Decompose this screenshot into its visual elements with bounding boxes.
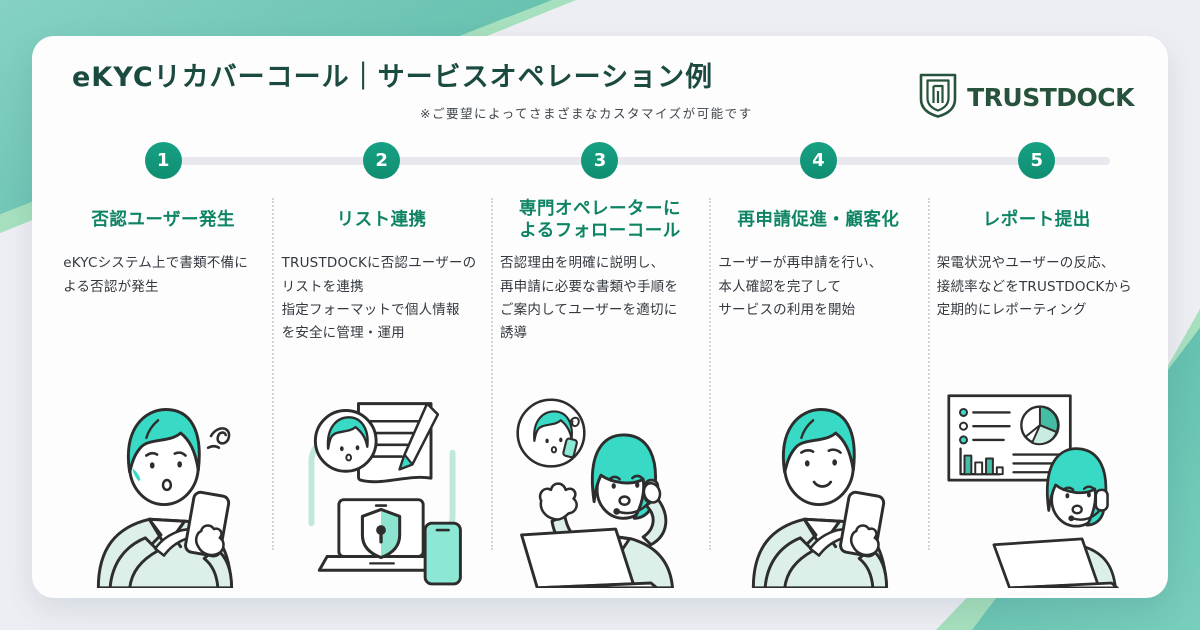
step-1-column: 否認ユーザー発生 eKYCシステム上で書類不備に よる否認が発生: [54, 192, 272, 592]
column-divider: [272, 198, 275, 551]
title-block: eKYCリカバーコール｜サービスオペレーション例 ※ご要望によってさまざまなカス…: [72, 62, 753, 122]
step-5-column: レポート提出 架電状況やユーザーの反応、 接続率などをTRUSTDOCKから 定…: [928, 192, 1146, 592]
step-1-indicator: 1: [144, 142, 182, 180]
step-4-title: 再申請促進・顧客化: [737, 210, 900, 231]
step-2-indicator: 2: [363, 142, 401, 180]
step-2-description: TRUSTDOCKに否認ユーザーの リストを連携 指定フォーマットで個人情報 を…: [281, 255, 477, 342]
step-5-description: 架電状況やユーザーの反応、 接続率などをTRUSTDOCKから 定期的にレポーテ…: [936, 255, 1132, 318]
step-columns: 否認ユーザー発生 eKYCシステム上で書類不備に よる否認が発生: [54, 192, 1146, 592]
column-divider: [490, 198, 493, 551]
trustdock-shield-icon: [918, 72, 958, 122]
step-4-column: 再申請促進・顧客化 ユーザーが再申請を行い、 本人確認を完了して サービスの利用…: [709, 192, 927, 592]
trustdock-wordmark: TRUSTDOCK: [967, 82, 1134, 112]
step-1-title: 否認ユーザー発生: [91, 210, 236, 231]
step-3-indicator: 3: [581, 142, 619, 180]
illustration-happy-user-with-phone: [720, 380, 916, 589]
progress-track-line: [163, 157, 1110, 166]
step-4-indicator: 4: [799, 142, 837, 180]
step-3-column: 専門オペレーターに よるフォローコール 否認理由を明確に説明し、 再申請に必要な…: [491, 192, 709, 592]
illustration-report-dashboard: [939, 380, 1135, 589]
illustration-operator-follow-call: [502, 380, 698, 589]
column-divider: [927, 198, 930, 551]
content-card: eKYCリカバーコール｜サービスオペレーション例 ※ご要望によってさまざまなカス…: [32, 36, 1168, 598]
step-5-title: レポート提出: [982, 210, 1091, 231]
step-2-column: リスト連携 TRUSTDOCKに否認ユーザーの リストを連携 指定フォーマットで…: [272, 192, 490, 592]
illustration-worried-user-with-phone: [65, 380, 261, 589]
page-title: eKYCリカバーコール｜サービスオペレーション例: [72, 62, 714, 93]
illustration-list-sync-secure: [284, 380, 480, 588]
column-divider: [709, 198, 712, 551]
trustdock-logo: TRUSTDOCK: [918, 62, 1134, 122]
step-4-description: ユーザーが再申請を行い、 本人確認を完了して サービスの利用を開始: [718, 255, 883, 318]
step-2-title: リスト連携: [336, 210, 427, 231]
header: eKYCリカバーコール｜サービスオペレーション例 ※ご要望によってさまざまなカス…: [32, 36, 1168, 122]
page-subtitle: ※ご要望によってさまざまなカスタマイズが可能です: [420, 106, 753, 122]
step-number-circles: 1 2 3 4 5: [54, 142, 1146, 182]
step-3-description: 否認理由を明確に説明し、 再申請に必要な書類や手順を ご案内してユーザーを適切に…: [499, 255, 679, 342]
step-5-indicator: 5: [1018, 142, 1056, 180]
step-progress-row: 1 2 3 4 5: [54, 142, 1146, 182]
step-1-description: eKYCシステム上で書類不備に よる否認が発生: [63, 255, 248, 295]
step-3-title: 専門オペレーターに よるフォローコール: [518, 198, 681, 242]
